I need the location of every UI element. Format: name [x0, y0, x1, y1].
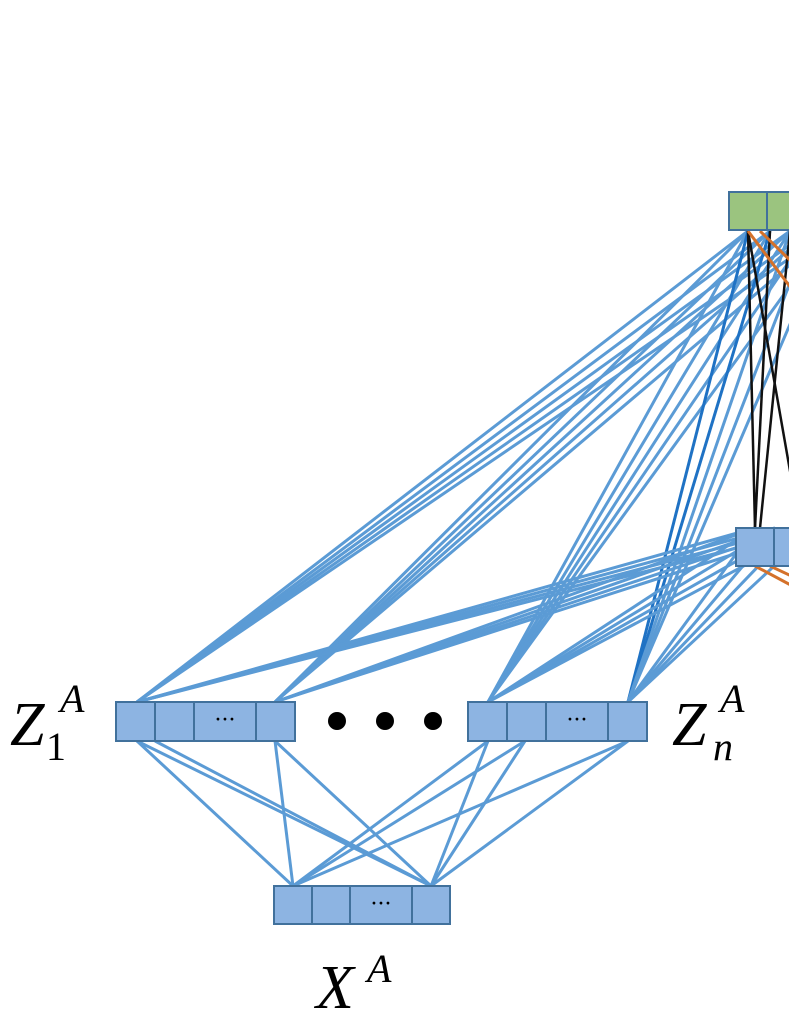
edge-top-zn: [486, 230, 772, 703]
svg-text:Z: Z: [10, 691, 45, 759]
zn-ellipsis: ···: [567, 708, 588, 733]
svg-text:Z: Z: [672, 691, 707, 759]
between-dots: [328, 712, 442, 730]
edge-top-zn: [486, 230, 789, 703]
edge-zn-x: [292, 739, 526, 888]
edge-mid-zn: [487, 526, 756, 704]
edge-top-z1: [136, 229, 789, 704]
z1-ellipsis: ···: [215, 708, 236, 733]
svg-text:X: X: [313, 954, 356, 1021]
zn-node: ···: [467, 701, 648, 742]
edge-mid-orange: [754, 564, 789, 586]
edge-top-z1: [273, 229, 750, 704]
svg-text:n: n: [713, 724, 733, 769]
edge-top-z1: [136, 229, 749, 704]
edge-top-orange: [746, 230, 789, 288]
edge-top-z1: [274, 247, 789, 704]
edge-z1-x: [273, 739, 433, 888]
edge-top-z1: [136, 229, 771, 704]
edge-top-mid: [746, 230, 757, 529]
x-ellipsis: ···: [371, 892, 392, 917]
top-node: [728, 191, 789, 231]
edge-zn-x: [292, 739, 489, 888]
edges: [135, 229, 789, 888]
edge-top-orange: [758, 229, 789, 262]
edge-z1-x: [273, 740, 295, 887]
z1-label: Z 1 A: [10, 676, 85, 769]
edge-top-zn: [626, 230, 772, 703]
edge-top-z1: [136, 243, 789, 704]
edge-top-zn: [486, 259, 789, 703]
edge-zn-x: [429, 740, 527, 887]
edge-z1-x: [154, 739, 432, 888]
edge-mid-orange: [769, 564, 789, 577]
edge-top-zn: [626, 322, 789, 703]
svg-text:A: A: [364, 946, 392, 991]
x-node: ···: [273, 885, 451, 925]
zn-label: Z n A: [672, 676, 745, 769]
svg-text:1: 1: [46, 724, 66, 769]
middle-node: [735, 527, 789, 567]
edge-z1-x: [135, 739, 295, 888]
edge-top-mid: [753, 230, 772, 529]
edge-top-z1: [274, 263, 789, 704]
edge-top-z1: [273, 229, 772, 704]
edge-mid-z1: [136, 533, 789, 704]
edge-top-zn: [626, 230, 750, 703]
x-label: X A: [313, 946, 392, 1021]
edge-mid-zn: [626, 527, 757, 703]
edge-zn-x: [292, 739, 629, 888]
edge-top-z1: [136, 257, 789, 704]
edge-zn-x: [430, 739, 629, 888]
edge-top-zn: [626, 281, 789, 703]
edge-top-zn: [486, 284, 789, 703]
svg-text:A: A: [717, 676, 745, 721]
edge-top-zn: [486, 230, 750, 703]
z1-node: ···: [115, 701, 296, 742]
svg-text:A: A: [57, 676, 85, 721]
edge-mid-zn: [487, 526, 776, 704]
